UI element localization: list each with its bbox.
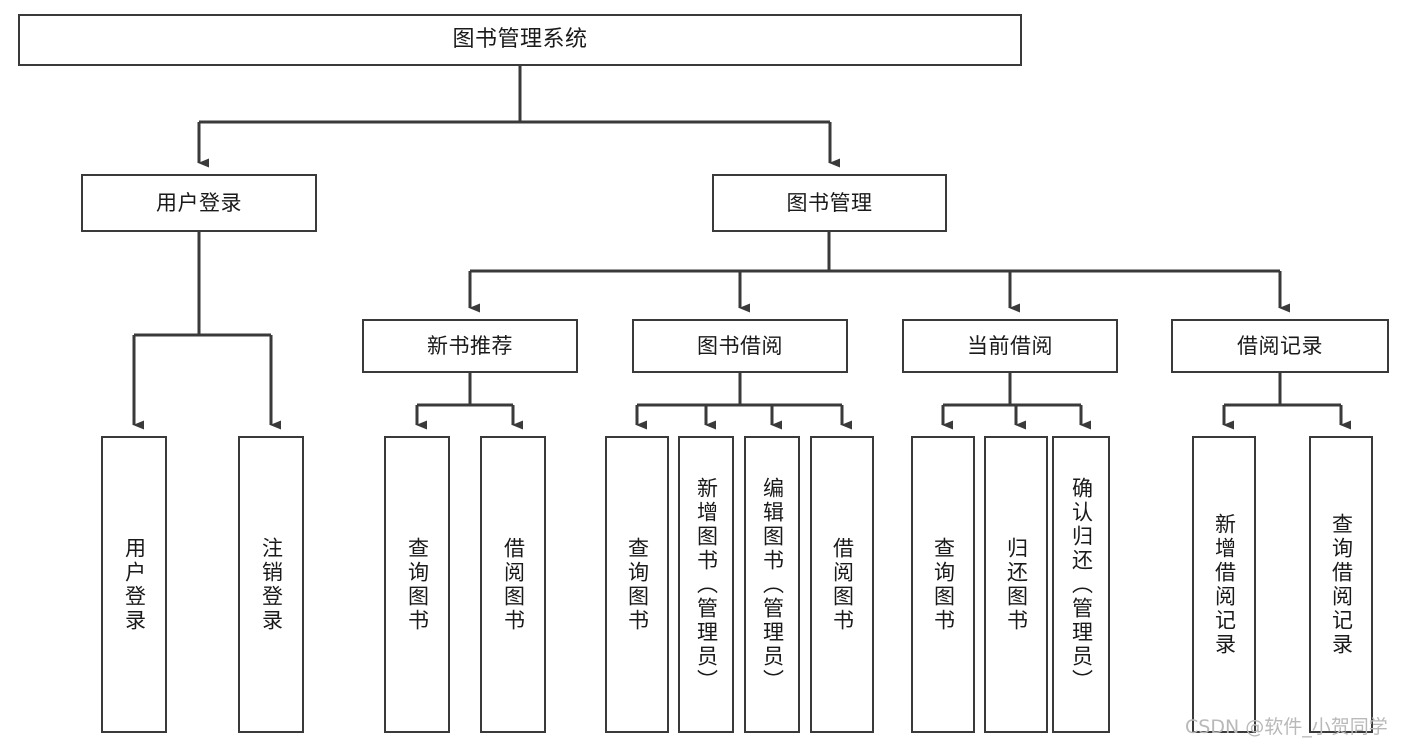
leaf-borrow-book[interactable]: 借阅图书	[810, 436, 874, 733]
node-book-borrow[interactable]: 图书借阅	[632, 319, 848, 373]
node-label: 注销登录	[259, 536, 284, 633]
node-label: 图书管理	[786, 190, 873, 215]
leaf-edit-book-admin[interactable]: 编辑图书（管理员）	[744, 436, 800, 733]
leaf-add-book-admin[interactable]: 新增图书（管理员）	[678, 436, 734, 733]
node-label: 图书借阅	[697, 333, 783, 358]
node-new-book-recommend[interactable]: 新书推荐	[362, 319, 578, 373]
node-label: 新书推荐	[427, 333, 513, 358]
node-label: 确认归还（管理员）	[1069, 476, 1094, 693]
edge-root-to-level2	[197, 66, 840, 168]
leaf-return-book[interactable]: 归还图书	[984, 436, 1048, 733]
node-user-login[interactable]: 用户登录	[81, 174, 317, 232]
edge-current-borrow-to-leaves	[941, 373, 1091, 430]
csdn-watermark: CSDN @软件_小贺同学	[1185, 716, 1388, 738]
edge-new-book-rec-to-leaves	[415, 373, 523, 430]
leaf-query-book-current[interactable]: 查询图书	[911, 436, 975, 733]
node-label: 归还图书	[1004, 536, 1029, 633]
leaf-logout[interactable]: 注销登录	[238, 436, 304, 733]
node-label: 借阅记录	[1237, 333, 1323, 358]
node-label: 查询图书	[931, 536, 956, 633]
node-label: 查询图书	[405, 536, 430, 633]
leaf-confirm-return-admin[interactable]: 确认归还（管理员）	[1052, 436, 1110, 733]
edge-user-login-to-leaves	[132, 232, 281, 430]
leaf-add-borrow-record[interactable]: 新增借阅记录	[1192, 436, 1256, 733]
node-label: 用户登录	[122, 536, 147, 633]
node-label: 借阅图书	[501, 536, 526, 633]
leaf-borrow-book-recommend[interactable]: 借阅图书	[480, 436, 546, 733]
node-label: 新增借阅记录	[1212, 512, 1237, 657]
node-label: 查询借阅记录	[1329, 512, 1354, 657]
edge-book-manage-to-level3	[468, 232, 1290, 313]
node-borrow-record[interactable]: 借阅记录	[1171, 319, 1389, 373]
node-book-manage[interactable]: 图书管理	[712, 174, 947, 232]
node-root-system[interactable]: 图书管理系统	[18, 14, 1022, 66]
leaf-query-borrow-record[interactable]: 查询借阅记录	[1309, 436, 1373, 733]
node-label: 查询图书	[625, 536, 650, 633]
leaf-user-login[interactable]: 用户登录	[101, 436, 167, 733]
node-label: 借阅图书	[830, 536, 855, 633]
node-label: 图书管理系统	[452, 27, 588, 53]
node-label: 新增图书（管理员）	[694, 476, 719, 693]
edge-book-borrow-to-leaves	[635, 373, 852, 430]
node-label: 编辑图书（管理员）	[760, 476, 785, 693]
leaf-query-book-recommend[interactable]: 查询图书	[384, 436, 450, 733]
edge-borrow-record-to-leaves	[1222, 373, 1351, 430]
node-label: 用户登录	[156, 190, 242, 215]
leaf-query-book-borrow[interactable]: 查询图书	[605, 436, 669, 733]
node-label: 当前借阅	[967, 333, 1053, 358]
node-current-borrow[interactable]: 当前借阅	[902, 319, 1118, 373]
